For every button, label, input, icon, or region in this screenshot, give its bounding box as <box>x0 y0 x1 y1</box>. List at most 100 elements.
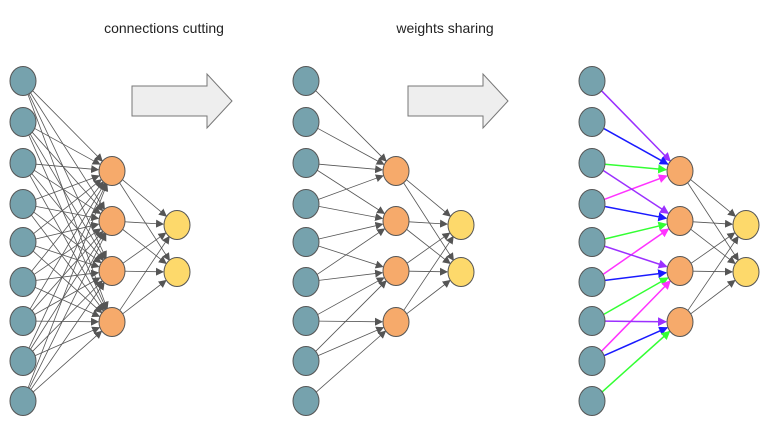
weight-edge <box>27 183 109 390</box>
weight-edge <box>31 131 104 212</box>
weight-edge <box>318 163 384 174</box>
input-node <box>578 346 606 376</box>
input-node <box>9 227 37 257</box>
weight-edge <box>30 172 104 261</box>
weight-edge <box>124 267 164 276</box>
input-node <box>9 107 37 137</box>
input-node <box>292 227 320 257</box>
weight-edge <box>29 231 106 351</box>
input-node <box>578 148 606 178</box>
weight-edge <box>34 127 101 165</box>
weight-edge <box>692 219 733 228</box>
shared-weight-edge <box>601 330 671 393</box>
hidden-node <box>666 206 694 236</box>
input-node <box>578 267 606 297</box>
weight-edge <box>318 269 384 281</box>
input-node <box>292 267 320 297</box>
weight-edge <box>406 232 451 264</box>
weight-edge <box>31 230 104 312</box>
weight-edge <box>689 178 736 217</box>
weight-edge <box>29 91 106 211</box>
weight-edge <box>318 245 384 269</box>
weight-edge <box>314 89 387 162</box>
shared-weight-edge <box>602 277 669 316</box>
output-node <box>732 257 760 287</box>
weight-edge <box>34 277 101 315</box>
weight-edge <box>314 280 387 353</box>
weight-edge <box>35 245 100 269</box>
weight-edge <box>318 317 383 326</box>
weight-edge <box>28 92 107 260</box>
weight-edge <box>690 279 736 315</box>
weight-edge <box>402 181 454 262</box>
weight-edge <box>317 326 385 357</box>
input-node <box>9 66 37 96</box>
weight-edge <box>27 133 108 311</box>
input-node <box>578 66 606 96</box>
weight-edge <box>122 232 167 264</box>
shared-weight-edge <box>603 127 669 165</box>
hidden-node <box>382 256 410 286</box>
weight-edge <box>34 286 101 318</box>
weight-edge <box>315 330 387 393</box>
input-node <box>9 267 37 297</box>
weight-edge <box>318 174 384 200</box>
weight-edge <box>30 214 105 312</box>
weight-edge <box>32 250 103 314</box>
weight-edge <box>28 174 106 311</box>
right-arrow-icon <box>407 72 509 130</box>
shared-weight-edge <box>602 228 670 276</box>
weight-edge <box>317 127 385 165</box>
input-node <box>578 386 606 416</box>
input-node <box>292 346 320 376</box>
weight-edge <box>31 89 103 162</box>
connections-cutting-label: connections cutting <box>104 20 224 36</box>
hidden-node <box>666 256 694 286</box>
weight-edge <box>318 221 384 240</box>
shared-weight-edge <box>604 269 668 282</box>
weight-edge <box>27 93 109 310</box>
shared-weight-edge <box>604 205 668 222</box>
shared-weight-edge <box>600 89 671 162</box>
input-node <box>292 306 320 336</box>
edges-layer <box>27 89 739 393</box>
input-node <box>9 346 37 376</box>
input-node <box>9 306 37 336</box>
output-node <box>447 257 475 287</box>
output-node <box>447 210 475 240</box>
weights-sharing-label: weights sharing <box>395 20 493 36</box>
weight-edge <box>35 174 100 200</box>
weight-edge <box>690 228 736 265</box>
hidden-node <box>666 307 694 337</box>
weight-edge <box>30 181 104 273</box>
weight-edge <box>121 178 167 217</box>
weight-edge <box>35 206 100 222</box>
weight-edge <box>692 267 733 276</box>
weight-edge <box>29 132 106 260</box>
weight-edge <box>690 232 736 264</box>
shared-weight-edge <box>602 169 670 214</box>
hidden-node <box>382 307 410 337</box>
input-node <box>578 107 606 137</box>
hidden-node <box>98 206 126 236</box>
weight-edge <box>118 181 170 262</box>
weight-edge <box>408 267 448 276</box>
hidden-node <box>382 206 410 236</box>
weight-edge <box>318 206 384 222</box>
weight-edge <box>686 181 739 262</box>
weight-edge <box>28 182 107 350</box>
weight-edge <box>686 235 739 312</box>
hidden-node <box>382 156 410 186</box>
input-node <box>292 66 320 96</box>
weight-edge <box>317 277 385 316</box>
input-node <box>9 386 37 416</box>
input-node <box>292 189 320 219</box>
output-node <box>163 257 191 287</box>
weight-edge <box>122 279 167 315</box>
shared-weight-edge <box>604 163 668 174</box>
weight-edge <box>33 228 102 276</box>
weight-edge <box>29 281 105 391</box>
input-node <box>292 107 320 137</box>
output-node <box>732 210 760 240</box>
